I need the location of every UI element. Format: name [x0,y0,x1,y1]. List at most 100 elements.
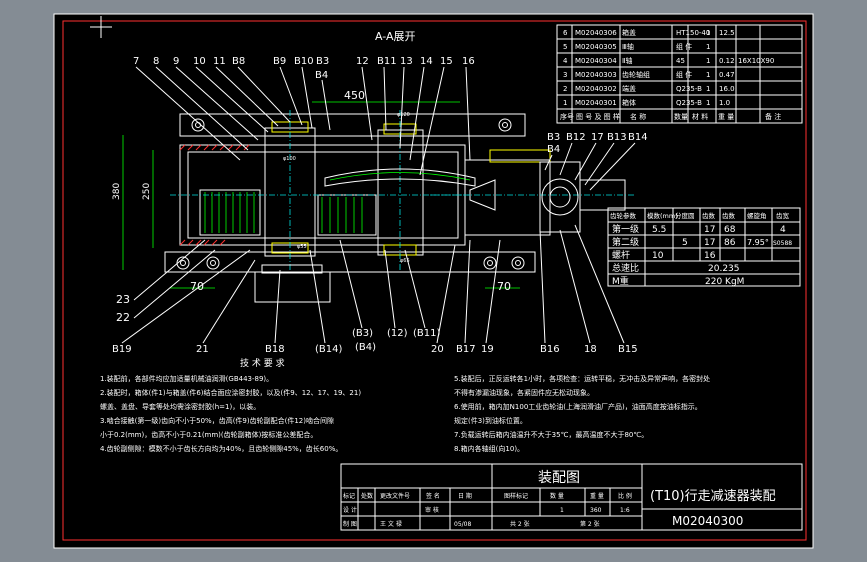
svg-text:组 件: 组 件 [676,70,692,79]
svg-text:名 称: 名 称 [630,112,646,121]
svg-text:12: 12 [356,56,369,67]
dimension-lines: 450 380 250 70 70 φ100 φ120 φ65 φ55 [112,89,520,293]
svg-text:220 KgM: 220 KgM [705,277,744,287]
svg-text:更改文件号: 更改文件号 [380,492,410,500]
svg-text:05/08: 05/08 [454,521,471,528]
svg-text:1: 1 [706,71,710,79]
svg-text:模数(mm): 模数(mm) [647,211,678,220]
svg-text:23: 23 [116,293,130,306]
svg-text:11: 11 [213,56,226,67]
svg-text:备 注: 备 注 [765,112,781,121]
svg-text:68: 68 [724,225,736,235]
svg-text:齿轮轴组: 齿轮轴组 [622,70,650,79]
svg-text:6.使用前，箱内加N100工业齿轮油(上海润滑油厂产品)，油: 6.使用前，箱内加N100工业齿轮油(上海润滑油厂产品)，油面高度按油标指示。 [454,402,702,411]
svg-text:1:6: 1:6 [620,507,630,514]
svg-text:图 号 及 图 样: 图 号 及 图 样 [576,112,620,121]
svg-text:HT150-40: HT150-40 [676,29,710,37]
gear-parameter-table: 齿轮参数 模数(mm) 分度圆 齿数 齿数 螺旋角 齿宽 第一级 5.5 17 … [607,207,801,287]
svg-text:15: 15 [440,56,453,67]
svg-text:86: 86 [724,238,736,248]
svg-text:数量: 数量 [674,112,688,121]
svg-text:螺杆: 螺杆 [612,249,630,261]
svg-text:4: 4 [780,225,786,235]
svg-text:8: 8 [153,56,159,67]
svg-text:B17: B17 [456,344,476,355]
svg-text:1: 1 [706,57,710,65]
svg-text:共 2 张: 共 2 张 [510,520,530,528]
svg-text:φ100: φ100 [283,156,296,162]
svg-text:3.啮合接触(第一级)齿向不小于50%，齿高(件9)齿轮副配: 3.啮合接触(第一级)齿向不小于50%，齿高(件9)齿轮副配合(件12)啮合间隙 [100,416,334,425]
svg-text:360: 360 [590,507,602,514]
svg-text:规定(件3)到油标位置。: 规定(件3)到油标位置。 [454,416,527,425]
svg-text:总速比: 总速比 [612,262,639,274]
svg-text:14: 14 [420,56,433,67]
svg-text:材 料: 材 料 [692,112,708,121]
svg-text:M02040305: M02040305 [575,43,617,51]
svg-text:组 件: 组 件 [676,42,692,51]
gearbox-section-view [164,110,635,303]
svg-text:B8: B8 [232,56,245,67]
callouts-top-right: 12 B11 13 14 15 16 [356,56,475,176]
svg-text:16: 16 [704,251,716,261]
svg-text:第二级: 第二级 [612,236,639,248]
dim-bottom-left: 70 [190,280,204,293]
svg-text:4: 4 [563,57,568,65]
svg-text:B3: B3 [547,132,560,143]
svg-text:7.负载运转后箱内油温升不大于35℃，最高温度不大于80℃。: 7.负载运转后箱内油温升不大于35℃，最高温度不大于80℃。 [454,430,648,439]
svg-text:3: 3 [563,71,567,79]
svg-text:(B4): (B4) [355,342,376,353]
svg-text:19: 19 [481,344,494,355]
svg-text:重 量: 重 量 [590,492,604,500]
svg-text:齿轮参数: 齿轮参数 [610,211,637,220]
svg-text:9: 9 [173,56,179,67]
svg-text:制 图: 制 图 [343,520,357,528]
svg-text:齿宽: 齿宽 [776,211,790,220]
svg-text:B12: B12 [566,132,586,143]
svg-text:M02040304: M02040304 [575,57,617,65]
drawing-number: M02040300 [672,514,743,528]
svg-text:Q235-B: Q235-B [676,99,702,107]
svg-text:B15: B15 [618,344,638,355]
svg-text:1: 1 [706,43,710,51]
svg-text:1.装配前，各部件均应加适量机械油润滑(GB443-89)。: 1.装配前，各部件均应加适量机械油润滑(GB443-89)。 [100,374,273,383]
svg-text:5.5: 5.5 [652,225,666,235]
svg-text:0.12: 0.12 [719,57,735,65]
technical-requirements: 技 术 要 求 1.装配前，各部件均应加适量机械油润滑(GB443-89)。 2… [100,357,710,453]
svg-text:1: 1 [563,99,567,107]
svg-text:16: 16 [462,56,475,67]
callouts-top-left: 7 8 9 10 11 B8 [133,56,291,161]
svg-text:10: 10 [652,251,664,261]
svg-text:8.箱内各轴组(向10)。: 8.箱内各轴组(向10)。 [454,444,524,453]
svg-text:分度圆: 分度圆 [675,211,695,220]
svg-text:王 文 禄: 王 文 禄 [380,520,402,528]
svg-text:(12): (12) [387,328,408,339]
svg-text:小于0.2(mm)，齿高不小于0.21(mm)(齿轮副箱体): 小于0.2(mm)，齿高不小于0.21(mm)(齿轮副箱体)按标准公差配合。 [100,430,317,439]
dim-height-outer: 380 [112,183,122,200]
svg-text:螺盖、盖盘、导套等处均需涂密封胶(h=1)，以装。: 螺盖、盖盘、导套等处均需涂密封胶(h=1)，以装。 [100,402,260,411]
svg-text:B14: B14 [628,132,648,143]
svg-text:B19: B19 [112,344,132,355]
svg-text:1: 1 [560,507,564,514]
svg-text:B4: B4 [315,70,328,81]
title-block: 装配图 (T10)行走减速器装配 M02040300 标记 处数 更改文件号 签… [340,463,803,531]
bom-table: 6 M02040306 箱盖 HT150-40 1 12.5 5 M020403… [556,24,803,124]
svg-text:日 期: 日 期 [458,492,472,500]
callouts-bottom: B19 21 B18 (B14) (B3) (B4) (12) (B11) 20… [112,224,638,355]
svg-text:16.0: 16.0 [719,85,735,93]
svg-text:M重: M重 [612,275,629,287]
svg-text:S0588: S0588 [773,240,792,247]
svg-text:22: 22 [116,311,130,324]
svg-text:17: 17 [591,132,604,143]
svg-text:箱体: 箱体 [622,98,636,107]
svg-text:13: 13 [400,56,413,67]
svg-text:φ65: φ65 [400,258,410,264]
svg-text:审 核: 审 核 [425,506,439,514]
svg-text:技 术 要 求: 技 术 要 求 [240,357,285,369]
svg-text:M02040306: M02040306 [575,29,617,37]
svg-text:45: 45 [676,57,685,65]
svg-text:17: 17 [704,238,715,248]
svg-text:签 名: 签 名 [426,492,440,500]
svg-text:齿数: 齿数 [702,211,716,220]
